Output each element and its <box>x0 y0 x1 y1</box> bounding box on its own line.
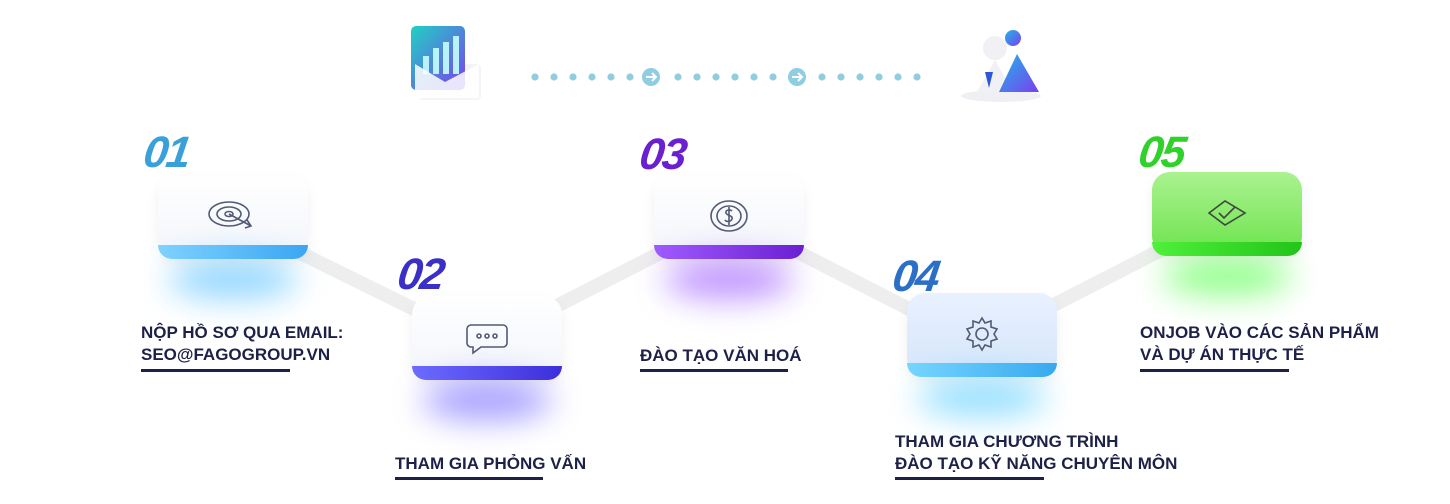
dots-svg <box>531 68 921 86</box>
step-label-line: SEO@FAGOGROUP.VN <box>141 345 331 364</box>
step-label-line: ĐÀO TẠO VĂN HOÁ <box>640 346 802 365</box>
chat-bubble-icon <box>466 324 508 355</box>
step-number: 03 <box>636 130 689 179</box>
coin-dollar-icon <box>710 200 748 232</box>
step-tile <box>654 175 804 299</box>
step-label-line: VÀ DỰ ÁN THỰC TẾ <box>1140 345 1305 364</box>
step-label: NỘP HỒ SƠ QUA EMAIL: SEO@FAGOGROUP.VN <box>141 322 343 366</box>
chart-document-icon <box>405 24 485 109</box>
step-label: THAM GIA CHƯƠNG TRÌNH ĐÀO TẠO KỸ NĂNG CH… <box>895 431 1177 475</box>
target-icon <box>208 201 253 229</box>
gear-icon <box>965 316 999 352</box>
step-label: ONJOB VÀO CÁC SẢN PHẨM VÀ DỰ ÁN THỰC TẾ <box>1140 322 1379 366</box>
label-underline <box>1140 369 1289 372</box>
step-label-line: ONJOB VÀO CÁC SẢN PHẨM <box>1140 323 1379 342</box>
step-label-line: NỘP HỒ SƠ QUA EMAIL: <box>141 323 344 342</box>
label-underline <box>395 477 543 480</box>
label-underline <box>141 369 290 372</box>
step-number: 01 <box>140 128 193 177</box>
step-number: 05 <box>1135 128 1188 177</box>
step-tile <box>907 293 1057 417</box>
step-number: 02 <box>394 250 447 299</box>
arrow-right-icon <box>788 68 806 86</box>
step-tile <box>1152 172 1302 296</box>
step-label-line: THAM GIA PHỎNG VẤN <box>395 454 587 473</box>
step-label: THAM GIA PHỎNG VẤN <box>395 453 586 475</box>
step-label-line: THAM GIA CHƯƠNG TRÌNH <box>895 432 1119 451</box>
label-underline <box>640 369 788 372</box>
person-hiring-icon <box>955 26 1045 109</box>
label-underline <box>895 477 1044 480</box>
arrow-right-icon <box>642 68 660 86</box>
step-tile <box>412 296 562 420</box>
step-tile <box>158 175 308 299</box>
flow-dotted-line <box>530 68 930 86</box>
step-label-line: ĐÀO TẠO KỸ NĂNG CHUYÊN MÔN <box>895 454 1178 473</box>
checkmark-icon <box>1207 200 1247 226</box>
step-label: ĐÀO TẠO VĂN HOÁ <box>640 345 802 367</box>
